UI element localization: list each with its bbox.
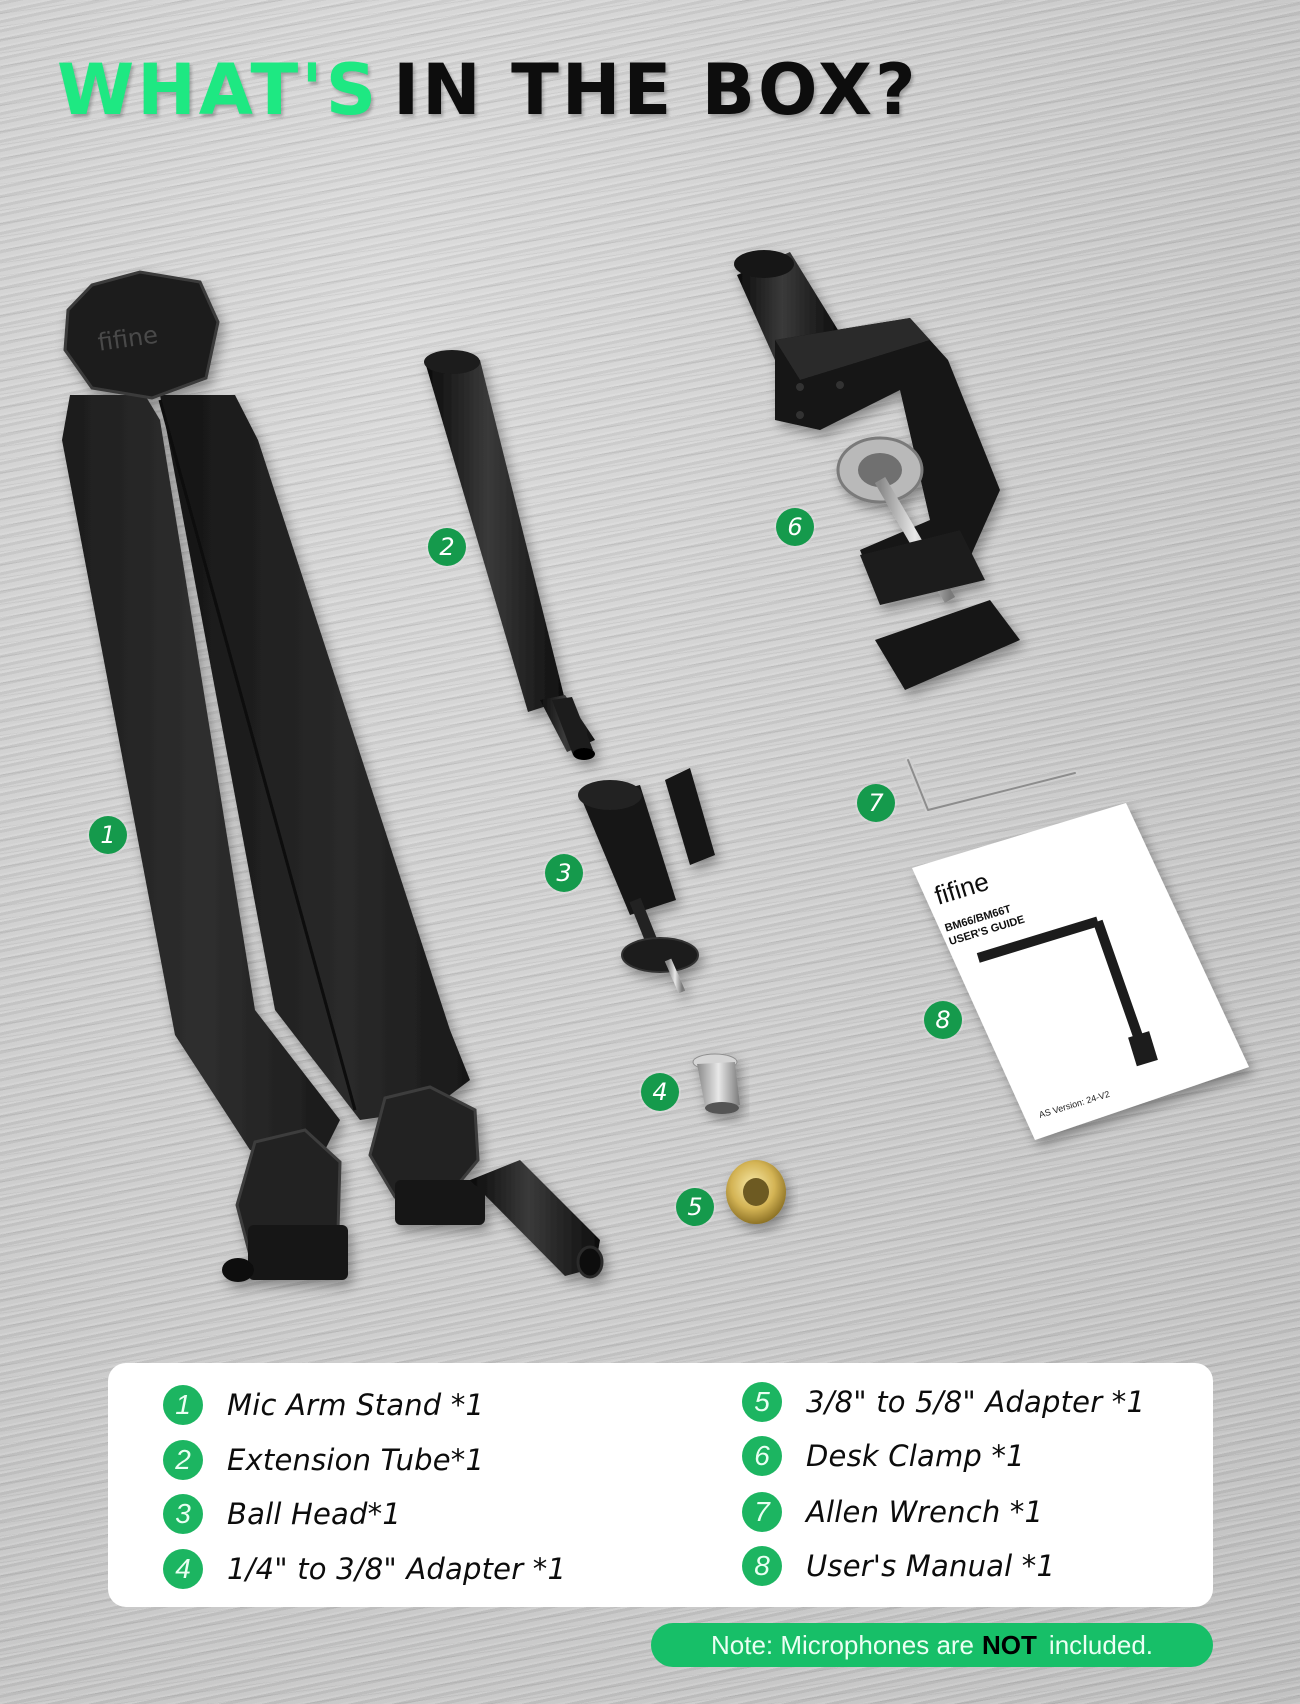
item-label: Desk Clamp *1	[806, 1439, 1025, 1473]
item-number-badge: 7	[742, 1492, 782, 1532]
contents-list-panel: 1 Mic Arm Stand *1 2 Extension Tube*1 3 …	[108, 1363, 1213, 1607]
item-label: Extension Tube*1	[227, 1443, 485, 1477]
note-emphasis: NOT	[982, 1629, 1037, 1660]
list-item: 3 Ball Head*1	[163, 1492, 401, 1536]
note-banner: Note: Microphones are NOT included.	[651, 1623, 1213, 1667]
item-number-badge: 3	[163, 1494, 203, 1534]
adapter-brass-illustration	[726, 1160, 786, 1224]
list-item: 6 Desk Clamp *1	[742, 1434, 1025, 1478]
badge-desk-clamp: 6	[776, 508, 814, 546]
title-highlight: WHAT'S	[57, 49, 380, 131]
note-prefix: Note: Microphones are	[711, 1629, 975, 1660]
extension-tube-illustration	[424, 350, 595, 760]
item-number-badge: 2	[163, 1440, 203, 1480]
list-item: 1 Mic Arm Stand *1	[163, 1383, 484, 1427]
title-rest: IN THE BOX?	[393, 49, 919, 131]
mic-arm-stand-illustration: fifine	[62, 270, 604, 1282]
badge-adapter-brass: 5	[676, 1188, 714, 1226]
item-label: Mic Arm Stand *1	[227, 1388, 485, 1422]
item-number-badge: 6	[742, 1436, 782, 1476]
badge-adapter-quarter: 4	[641, 1073, 679, 1111]
badge-mic-arm-stand: 1	[89, 816, 127, 854]
list-item: 5 3/8" to 5/8" Adapter *1	[742, 1380, 1145, 1424]
item-label: 3/8" to 5/8" Adapter *1	[806, 1385, 1146, 1419]
note-suffix: included.	[1048, 1629, 1153, 1660]
user-manual-illustration: fifine BM66/BM66T USER'S GUIDE AS Versio…	[912, 803, 1249, 1140]
list-item: 4 1/4" to 3/8" Adapter *1	[163, 1547, 566, 1591]
badge-extension-tube: 2	[428, 528, 466, 566]
item-number-badge: 1	[163, 1385, 203, 1425]
item-label: 1/4" to 3/8" Adapter *1	[227, 1552, 567, 1586]
item-label: Ball Head*1	[227, 1497, 401, 1531]
list-item: 2 Extension Tube*1	[163, 1438, 484, 1482]
list-item: 8 User's Manual *1	[742, 1544, 1055, 1588]
adapter-quarter-illustration	[692, 1053, 740, 1114]
badge-user-manual: 8	[924, 1001, 962, 1039]
item-number-badge: 4	[163, 1549, 203, 1589]
desk-clamp-illustration	[734, 250, 1020, 690]
badge-allen-wrench: 7	[857, 784, 895, 822]
badge-ball-head: 3	[545, 854, 583, 892]
item-number-badge: 5	[742, 1382, 782, 1422]
ball-head-illustration	[578, 768, 715, 994]
list-item: 7 Allen Wrench *1	[742, 1490, 1043, 1534]
item-number-badge: 8	[742, 1546, 782, 1586]
item-label: Allen Wrench *1	[806, 1495, 1044, 1529]
allen-wrench-illustration	[905, 757, 1078, 813]
item-label: User's Manual *1	[806, 1549, 1056, 1583]
